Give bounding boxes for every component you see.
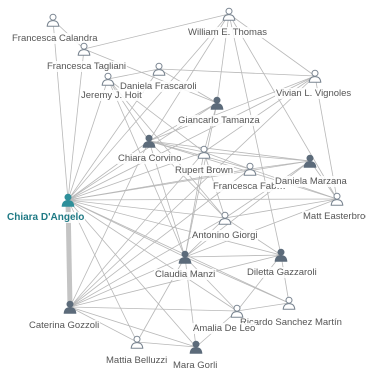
person-icon xyxy=(222,7,236,21)
edge-chiara_dangelo-matt_easterbrook xyxy=(67,198,338,201)
edge-chiara_dangelo-amalia_deleo xyxy=(67,199,238,312)
node-label: Daniela Frascaroli xyxy=(119,81,198,92)
edge-rupert_brown-daniela_marzana xyxy=(203,151,311,162)
edge-giancarlo_tamanza-rupert_brown xyxy=(203,102,218,153)
node-label: Francesca Calandra xyxy=(11,33,99,44)
edge-vivian_vignoles-chiara_corvino xyxy=(148,75,316,142)
edge-francesca_tagliani-william_thomas xyxy=(83,13,230,50)
edge-claudia_manzi-ricardo_sanchez xyxy=(184,256,290,304)
edge-giancarlo_tamanza-claudia_manzi xyxy=(184,102,218,258)
edge-william_thomas-diletta_gazzaroli xyxy=(228,13,282,256)
edge-chiara_dangelo-chiara_corvino xyxy=(67,140,150,201)
person-icon xyxy=(197,145,211,159)
edge-chiara_dangelo-diletta_gazzaroli xyxy=(67,199,282,256)
node-label: Rupert Brown xyxy=(174,165,235,176)
edge-chiara_corvino-matt_easterbrook xyxy=(148,140,338,200)
node-label: Mara Gorli xyxy=(172,360,219,371)
edge-francesca_fabbri-caterina_gozzoli xyxy=(69,168,251,308)
person-icon xyxy=(178,250,192,264)
person-icon xyxy=(101,72,115,86)
person-icon xyxy=(274,248,288,262)
node-label: Daniela Marzana xyxy=(274,176,348,187)
edge-francesca_tagliani-giancarlo_tamanza xyxy=(83,48,218,104)
edge-francesca_fabbri-daniela_marzana xyxy=(249,160,311,170)
edge-jeremy_hoit-chiara_corvino xyxy=(107,78,150,142)
person-icon xyxy=(330,192,344,206)
node-label: Amalia De Leo xyxy=(192,323,257,334)
node-label: Claudia Manzi xyxy=(154,269,217,280)
edge-jeremy_hoit-antonino_giorgi xyxy=(107,78,226,219)
node-label: Francesca Fab… xyxy=(212,181,287,192)
edge-chiara_dangelo-mara_gorli xyxy=(67,199,197,348)
person-icon xyxy=(130,335,144,349)
node-label: William E. Thomas xyxy=(187,27,269,38)
person-icon xyxy=(61,193,75,207)
person-icon xyxy=(282,296,296,310)
person-icon xyxy=(77,42,91,56)
edge-ricardo_sanchez-amalia_deleo xyxy=(236,302,290,312)
node-label: Chiara Corvino xyxy=(117,153,183,164)
node-label: Chiara D'Angelo xyxy=(6,212,86,223)
person-icon xyxy=(218,211,232,225)
edge-matt_easterbrook-antonino_giorgi xyxy=(224,198,338,219)
edge-diletta_gazzaroli-amalia_deleo xyxy=(236,254,282,312)
person-icon xyxy=(230,304,244,318)
edge-claudia_manzi-caterina_gozzoli xyxy=(69,256,186,308)
edge-chiara_dangelo-vivian_vignoles xyxy=(67,75,316,201)
person-icon xyxy=(46,13,60,27)
edge-caterina_gozzoli-mara_gorli xyxy=(69,306,197,348)
edge-mattia_belluzzi-mara_gorli xyxy=(136,341,197,348)
edge-daniela_frascaroli-vivian_vignoles xyxy=(158,68,316,77)
edge-chiara_dangelo-mattia_belluzzi xyxy=(67,199,138,343)
edge-chiara_corvino-caterina_gozzoli xyxy=(69,140,150,308)
node-label: Mattia Belluzzi xyxy=(105,355,169,366)
node-label: Antonino Giorgi xyxy=(191,230,259,241)
edge-chiara_dangelo-ricardo_sanchez xyxy=(67,199,290,304)
edge-chiara_dangelo-daniela_marzana xyxy=(67,160,311,201)
edge-jeremy_hoit-daniela_frascaroli xyxy=(107,68,160,80)
edge-claudia_manzi-diletta_gazzaroli xyxy=(184,254,282,258)
node-label: Ricardo Sanchez Martín xyxy=(239,317,343,328)
person-icon xyxy=(210,96,224,110)
edge-chiara_dangelo-william_thomas xyxy=(67,13,230,201)
node-label: Diletta Gazzaroli xyxy=(246,267,318,278)
node-label: Caterina Gozzoli xyxy=(28,320,101,331)
edge-rupert_brown-francesca_fabbri xyxy=(203,151,251,170)
edge-jeremy_hoit-claudia_manzi xyxy=(107,78,186,258)
edge-diletta_gazzaroli-ricardo_sanchez xyxy=(280,254,290,304)
edge-caterina_gozzoli-amalia_deleo xyxy=(69,306,238,312)
node-label: Giancarlo Tamanza xyxy=(177,115,261,126)
edge-chiara_dangelo-francesca_tagliani xyxy=(67,48,85,201)
node-label: Jeremy J. Hoit xyxy=(80,90,143,101)
node-label: Vivian L. Vignoles xyxy=(275,88,353,99)
person-icon xyxy=(152,62,166,76)
edge-chiara_dangelo-francesca_calandra xyxy=(52,19,69,201)
person-icon xyxy=(243,162,257,176)
edge-claudia_manzi-amalia_deleo xyxy=(184,256,238,312)
edge-chiara_dangelo-antonino_giorgi xyxy=(67,199,226,219)
edge-matt_easterbrook-claudia_manzi xyxy=(184,198,338,258)
edge-caterina_gozzoli-mattia_belluzzi xyxy=(69,306,138,343)
node-label: Matt Easterbroo xyxy=(302,211,366,222)
edge-diletta_gazzaroli-caterina_gozzoli xyxy=(69,254,282,308)
person-icon xyxy=(63,300,77,314)
edge-william_thomas-vivian_vignoles xyxy=(228,13,316,77)
edge-chiara_corvino-rupert_brown xyxy=(148,140,205,153)
edge-vivian_vignoles-caterina_gozzoli xyxy=(69,75,316,308)
person-icon xyxy=(142,134,156,148)
edge-rupert_brown-caterina_gozzoli xyxy=(69,151,205,308)
edge-chiara_corvino-daniela_marzana xyxy=(148,140,311,162)
node-label: Francesca Tagliani xyxy=(46,61,128,72)
person-icon xyxy=(303,154,317,168)
person-icon xyxy=(308,69,322,83)
person-icon xyxy=(189,340,203,354)
